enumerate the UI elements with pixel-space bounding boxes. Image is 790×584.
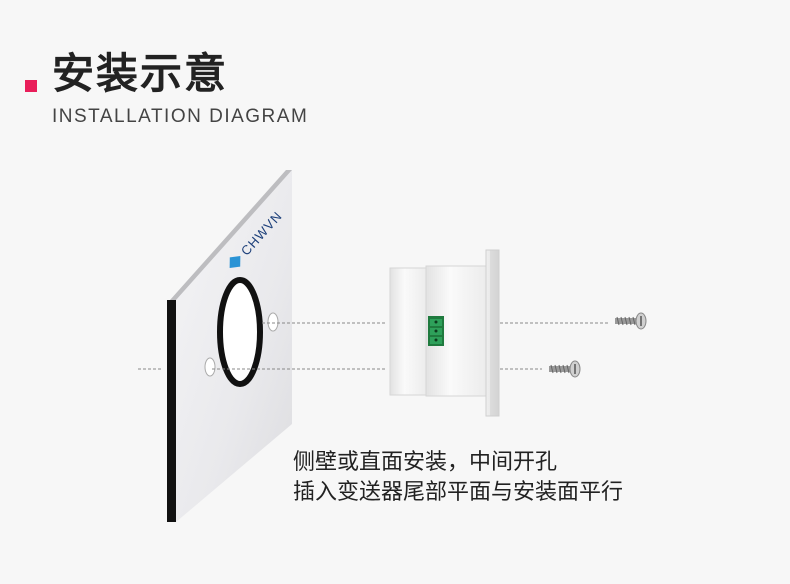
center-hole	[217, 277, 263, 387]
guide-lines	[138, 322, 608, 370]
installation-caption: 侧壁或直面安装，中间开孔 插入变送器尾部平面与安装面平行	[293, 448, 623, 508]
screw-hole-left	[204, 357, 216, 377]
screw-icon	[615, 312, 647, 330]
caption-line-2: 插入变送器尾部平面与安装面平行	[293, 480, 624, 505]
page-subtitle: INSTALLATION DIAGRAM	[52, 106, 309, 127]
transmitter-device	[389, 249, 500, 417]
screw-hole-right	[267, 312, 279, 332]
screw-icon	[549, 360, 581, 378]
logo-mark-icon	[229, 256, 241, 268]
caption-line-1: 侧壁或直面安装，中间开孔	[293, 450, 558, 475]
mounting-panel	[167, 170, 292, 522]
terminal-block	[428, 316, 444, 346]
page-title: 安装示意	[52, 49, 229, 98]
accent-square	[25, 80, 37, 92]
